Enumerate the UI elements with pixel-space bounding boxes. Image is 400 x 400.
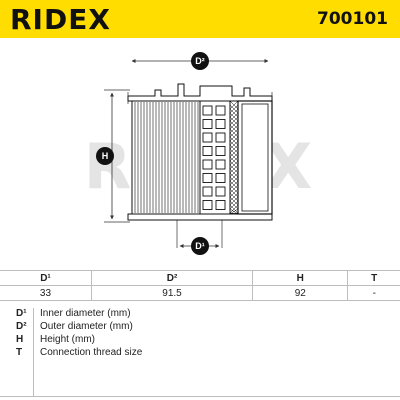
value-d2: 91.5 [90,285,254,301]
hatch-line [229,100,239,110]
header-d1: D¹ [0,270,92,286]
hatch-line [229,136,239,146]
h-label: H [96,147,114,165]
tube-window [215,186,226,197]
header-d2: D² [90,270,254,286]
hatch-line [229,116,239,126]
tube-window [215,159,226,170]
brand-header: RIDEX 700101 [0,0,400,38]
hatch-line [229,164,239,174]
table-header-row: D¹ D² H T [0,270,400,286]
legend-description: Outer diameter (mm) [40,321,133,332]
centre-tube-windows [202,105,226,210]
hatch-line [229,176,239,186]
seal-hatching [229,100,239,215]
legend-description: Inner diameter (mm) [40,308,131,319]
hatch-line [229,180,239,190]
tube-window [215,173,226,183]
tube-window [202,146,213,156]
legend-description: Connection thread size [40,347,143,358]
media-section-right [237,100,273,215]
legend-symbol: H [16,334,24,345]
hatch-line [229,204,239,214]
tube-window [202,119,213,129]
hatch-line [229,168,239,178]
hatch-line [229,152,239,162]
header-t: T [347,270,400,286]
centre-tube [199,100,231,215]
tube-window [215,105,226,116]
value-t: - [347,285,400,301]
hatch-line [229,124,239,134]
tube-window [202,132,213,143]
hatch-line [229,188,239,198]
value-d1: 33 [0,285,92,301]
hatch-line [229,120,239,130]
hatch-line [229,156,239,166]
hatch-line [229,112,239,122]
legend-description: Height (mm) [40,334,96,345]
tube-window [215,119,226,129]
top-end-cap [127,83,273,102]
tube-window [215,132,226,143]
hatch-line [229,128,239,138]
tube-window [202,173,213,183]
hatch-line [229,104,239,114]
brand-logo: RIDEX [10,3,111,36]
filter-technical-drawing: RIDEX D² [0,38,400,266]
table-value-row: 33 91.5 92 - [0,285,400,301]
tube-window [202,159,213,170]
bottom-end-cap [127,213,273,221]
oil-filter-element [127,83,273,221]
hatch-line [229,144,239,154]
header-h: H [252,270,349,286]
pleat-lines [134,102,199,213]
hatch-line [229,196,239,206]
hatch-line [229,192,239,202]
hatch-line [229,148,239,158]
hatch-line [229,108,239,118]
hatch-line [229,212,239,215]
tube-window [202,186,213,197]
tube-window [202,105,213,116]
hatch-line [229,172,239,182]
legend-divider [33,308,34,396]
hatch-line [229,132,239,142]
value-h: 92 [252,285,349,301]
legend-symbol: D² [16,321,27,332]
legend-symbol: D¹ [16,308,27,319]
part-number: 700101 [317,9,388,29]
pleated-media [131,100,201,215]
hatch-line [229,184,239,194]
legend-symbol: T [16,347,23,358]
hatch-line [229,160,239,170]
tube-window [202,200,213,210]
dimension-legend: D¹ Inner diameter (mm) D² Outer diameter… [0,304,400,397]
hatch-line [229,140,239,150]
dimensions-table: D¹ D² H T 33 91.5 92 - [0,270,400,301]
d2-label: D² [191,52,209,70]
d1-label: D¹ [191,237,209,255]
tube-window [215,146,226,156]
media-inner-outline [241,103,269,212]
hatch-line [229,200,239,210]
tube-window [215,200,226,210]
